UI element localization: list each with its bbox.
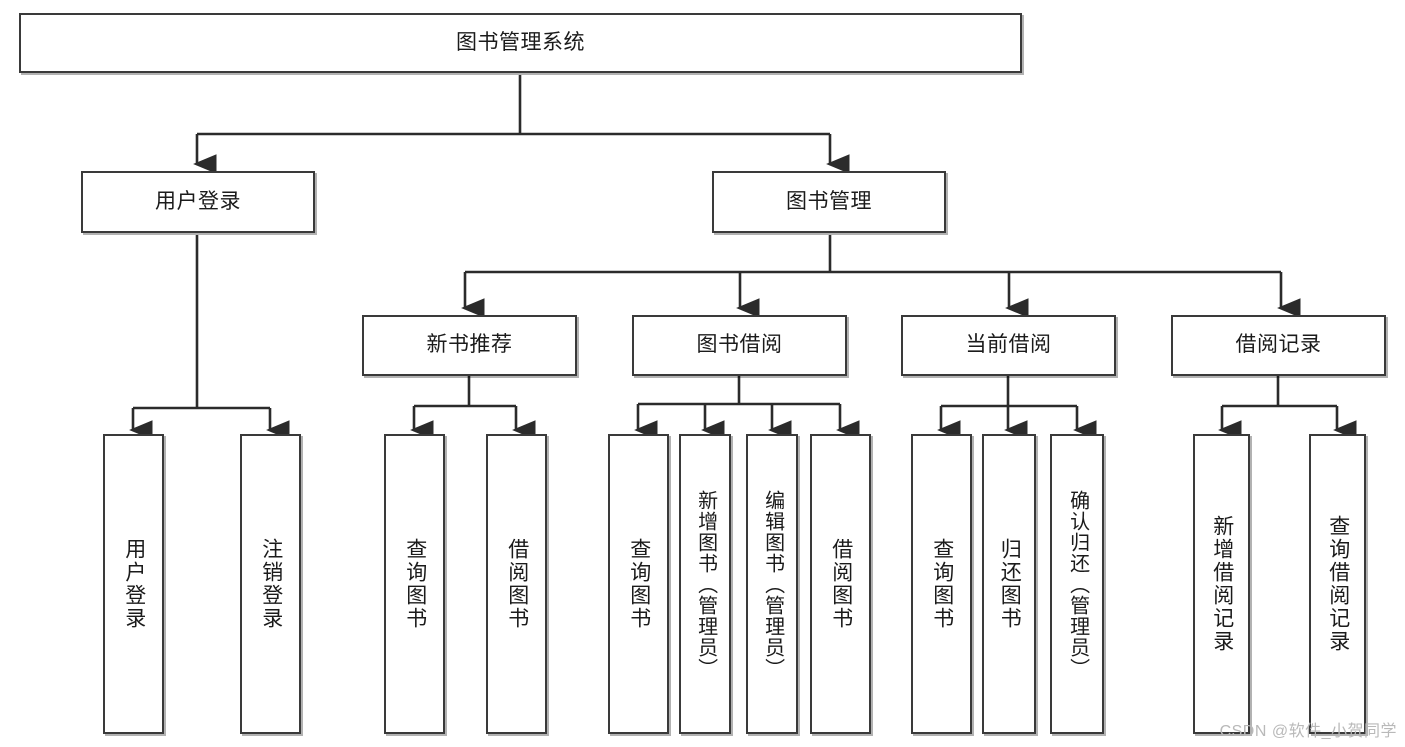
node-leaf-logout[interactable]: 注销登录 [240, 434, 301, 734]
node-leaf-edit-book-admin-label: 编辑图书（管理员） [761, 489, 784, 679]
node-leaf-confirm-return-admin[interactable]: 确认归还（管理员） [1050, 434, 1104, 734]
node-leaf-edit-book-admin[interactable]: 编辑图书（管理员） [746, 434, 798, 734]
node-root-label: 图书管理系统 [456, 30, 585, 54]
node-leaf-borrow-book-recommend[interactable]: 借阅图书 [486, 434, 547, 734]
node-borrow-record-label: 借阅记录 [1235, 333, 1322, 357]
watermark: CSDN @软件_小贺同学 [1219, 723, 1397, 740]
node-leaf-add-book-admin[interactable]: 新增图书（管理员） [679, 434, 731, 734]
node-book-borrow[interactable]: 图书借阅 [632, 315, 847, 376]
node-leaf-return-book-label: 归还图书 [998, 538, 1022, 630]
node-leaf-query-book-recommend-label: 查询图书 [403, 538, 427, 630]
node-leaf-query-borrow-record-label: 查询借阅记录 [1326, 515, 1350, 653]
node-book-borrow-label: 图书借阅 [696, 333, 783, 357]
node-book-management-label: 图书管理 [786, 189, 872, 213]
node-leaf-query-borrow-record[interactable]: 查询借阅记录 [1309, 434, 1366, 734]
node-borrow-record[interactable]: 借阅记录 [1171, 315, 1386, 376]
node-leaf-logout-label: 注销登录 [259, 538, 283, 630]
node-leaf-borrow-book-recommend-label: 借阅图书 [505, 538, 529, 630]
node-user-login-label: 用户登录 [155, 189, 241, 213]
node-leaf-borrow-book-label: 借阅图书 [829, 538, 853, 630]
node-leaf-query-book-current-label: 查询图书 [930, 538, 954, 630]
node-current-borrow[interactable]: 当前借阅 [901, 315, 1116, 376]
node-user-login[interactable]: 用户登录 [81, 171, 315, 233]
node-book-management[interactable]: 图书管理 [712, 171, 946, 233]
node-leaf-add-book-admin-label: 新增图书（管理员） [694, 489, 717, 679]
node-leaf-confirm-return-admin-label: 确认归还（管理员） [1066, 489, 1089, 679]
node-leaf-add-borrow-record-label: 新增借阅记录 [1210, 515, 1234, 653]
node-leaf-query-book-recommend[interactable]: 查询图书 [384, 434, 445, 734]
node-root[interactable]: 图书管理系统 [19, 13, 1022, 73]
node-new-book-recommend[interactable]: 新书推荐 [362, 315, 577, 376]
node-leaf-query-book-borrow-label: 查询图书 [627, 538, 651, 630]
node-leaf-user-login-label: 用户登录 [122, 538, 146, 630]
node-new-book-recommend-label: 新书推荐 [426, 333, 513, 357]
node-leaf-add-borrow-record[interactable]: 新增借阅记录 [1193, 434, 1250, 734]
node-leaf-query-book-current[interactable]: 查询图书 [911, 434, 972, 734]
node-leaf-borrow-book[interactable]: 借阅图书 [810, 434, 871, 734]
node-leaf-user-login[interactable]: 用户登录 [103, 434, 164, 734]
node-current-borrow-label: 当前借阅 [965, 333, 1052, 357]
node-leaf-return-book[interactable]: 归还图书 [982, 434, 1036, 734]
node-leaf-query-book-borrow[interactable]: 查询图书 [608, 434, 669, 734]
